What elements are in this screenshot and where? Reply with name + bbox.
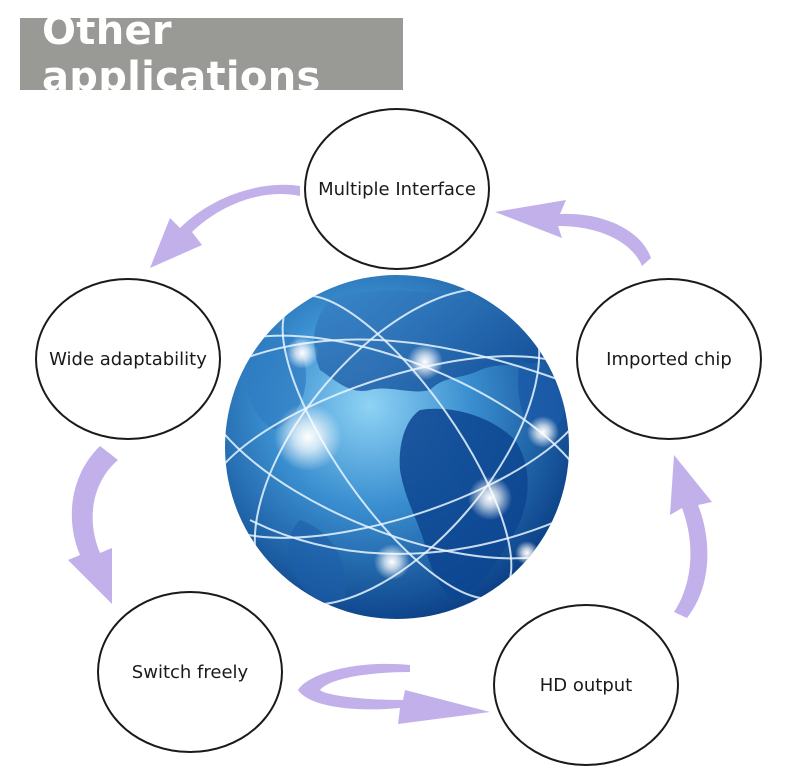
globe-icon xyxy=(225,275,569,619)
curved-arrow-icon xyxy=(150,184,300,268)
node-label: Switch freely xyxy=(131,661,249,683)
node-label: HD output xyxy=(539,674,633,696)
node-wide-adaptability: Wide adaptability xyxy=(35,278,221,440)
node-imported-chip: Imported chip xyxy=(576,278,762,440)
curved-arrow-icon xyxy=(298,663,490,724)
node-label: Multiple Interface xyxy=(318,178,476,200)
title-banner: Other applications xyxy=(20,8,403,100)
curved-arrow-icon xyxy=(670,455,712,618)
arrows-group xyxy=(68,184,712,724)
node-hd-output: HD output xyxy=(493,604,679,766)
node-switch-freely: Switch freely xyxy=(97,591,283,753)
node-multiple-interface: Multiple Interface xyxy=(304,108,490,270)
curved-arrow-icon xyxy=(495,200,651,266)
node-label: Imported chip xyxy=(606,348,732,370)
node-label: Wide adaptability xyxy=(49,348,207,370)
page-title: Other applications xyxy=(42,8,321,100)
curved-arrow-icon xyxy=(68,446,118,604)
